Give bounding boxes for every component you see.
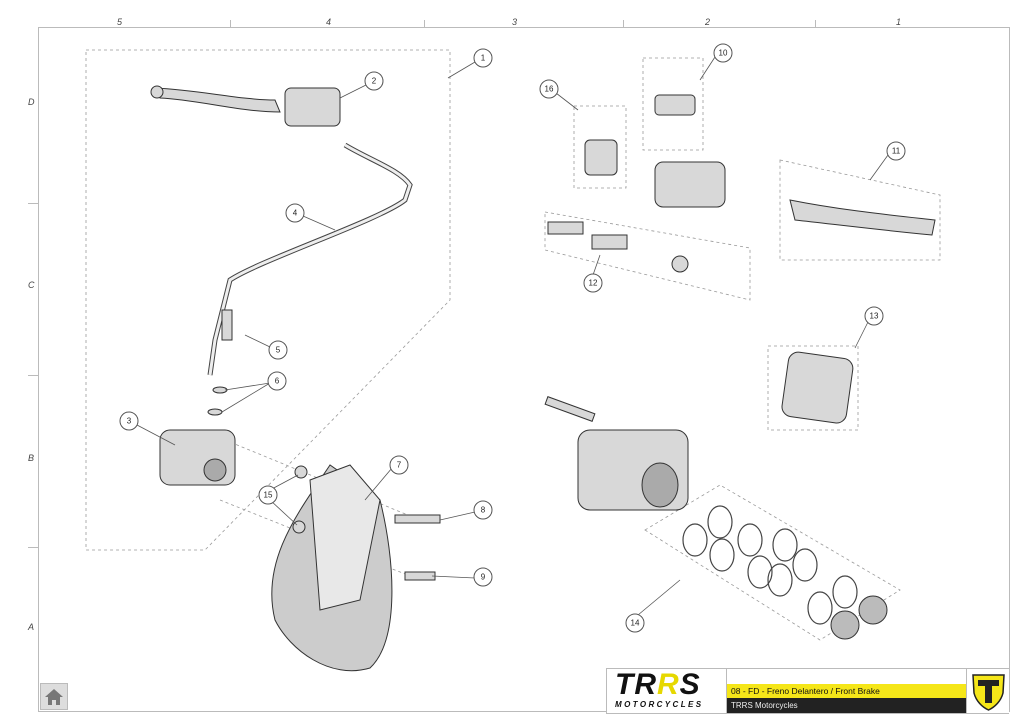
callout-9: 9 xyxy=(473,567,493,587)
piston xyxy=(591,234,628,250)
callout-8: 8 xyxy=(473,500,493,520)
callout-1: 1 xyxy=(473,48,493,68)
group-outline-13 xyxy=(767,345,859,431)
disc-guard xyxy=(309,464,381,611)
row-label: A xyxy=(28,622,35,632)
bolt-9 xyxy=(404,571,436,581)
callout-6: 6 xyxy=(267,371,287,391)
group-outline-1 xyxy=(85,49,451,551)
callout-5: 5 xyxy=(268,340,288,360)
group-outline-14 xyxy=(644,484,901,641)
group-outline-16 xyxy=(573,105,627,189)
lever-tip xyxy=(150,85,164,99)
logo-main: TRRS xyxy=(615,668,701,701)
master-cylinder-body xyxy=(654,161,726,208)
row-label: B xyxy=(28,453,35,463)
group-outline-11 xyxy=(779,159,941,261)
washer xyxy=(212,386,228,394)
callout-7: 7 xyxy=(389,455,409,475)
brake-lever xyxy=(154,87,281,113)
callout-11: 11 xyxy=(886,141,906,161)
trrs-logo: TRRS MOTORCYCLES xyxy=(607,668,727,713)
row-label: D xyxy=(28,97,35,107)
home-icon xyxy=(45,689,63,705)
pin xyxy=(544,396,596,422)
master-cylinder xyxy=(284,87,341,127)
group-outline-10 xyxy=(642,57,704,151)
callout-16: 16 xyxy=(539,79,559,99)
callout-2: 2 xyxy=(364,71,384,91)
column-label: 2 xyxy=(705,17,711,27)
brake-pads xyxy=(781,351,854,424)
callout-4: 4 xyxy=(285,203,305,223)
group-outline-12 xyxy=(544,211,751,301)
callout-15: 15 xyxy=(258,485,278,505)
drawing-title: 08 - FD - Freno Delantero / Front Brake xyxy=(727,684,966,698)
banjo-bolt xyxy=(221,309,233,341)
callout-3: 3 xyxy=(119,411,139,431)
reservoir-cap xyxy=(654,94,696,116)
column-label: 5 xyxy=(117,17,123,27)
bolt-8 xyxy=(394,514,441,524)
brake-hose xyxy=(207,142,413,376)
title-block: TRRS MOTORCYCLES 08 - FD - Freno Delante… xyxy=(606,668,1009,714)
callout-12: 12 xyxy=(583,273,603,293)
callout-10: 10 xyxy=(713,43,733,63)
row-label: C xyxy=(28,280,35,290)
column-label: 1 xyxy=(896,17,902,27)
spring xyxy=(547,221,584,235)
spacer xyxy=(294,465,308,479)
logo-sub: MOTORCYCLES xyxy=(615,700,704,709)
trrs-shield-logo xyxy=(966,669,1010,713)
callout-13: 13 xyxy=(864,306,884,326)
seal xyxy=(671,255,689,273)
home-button[interactable] xyxy=(40,683,68,710)
brake-lever-11 xyxy=(789,199,936,236)
drawing-frame xyxy=(38,27,1010,712)
column-label: 4 xyxy=(326,17,332,27)
clamp xyxy=(584,139,618,176)
callout-14: 14 xyxy=(625,613,645,633)
column-label: 3 xyxy=(512,17,518,27)
drawing-subtitle: TRRS Motorcycles xyxy=(727,698,966,713)
washer xyxy=(207,408,223,416)
